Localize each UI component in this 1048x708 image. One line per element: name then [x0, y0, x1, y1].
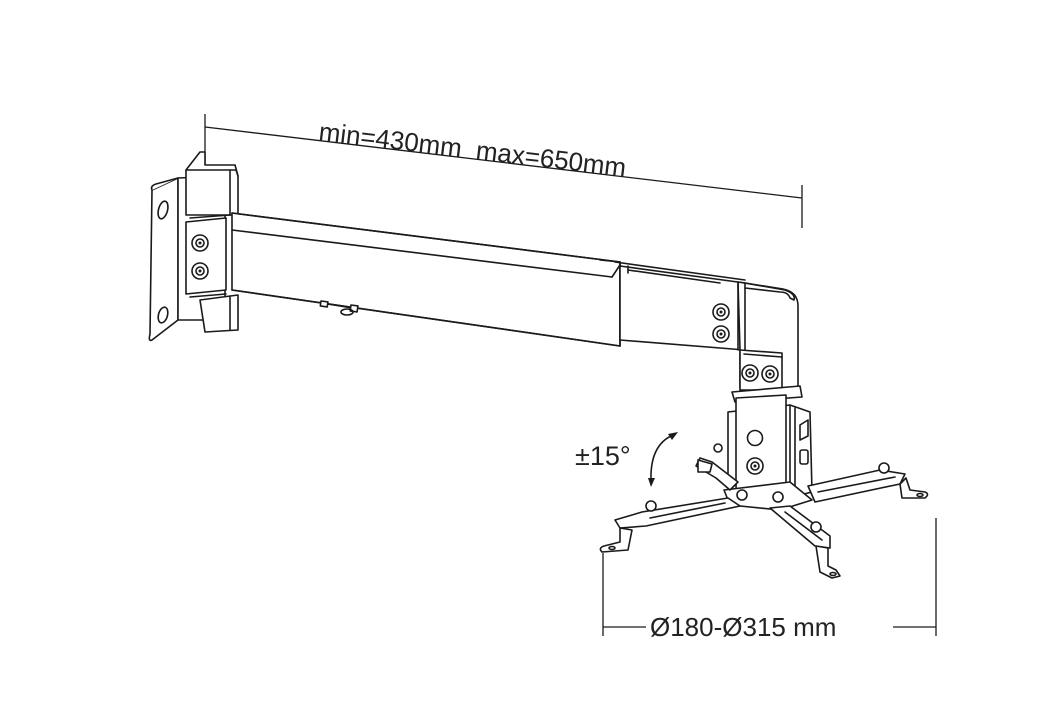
outer-arm-tube: [231, 212, 621, 347]
elbow-bolt: [761, 365, 779, 383]
arm-length-dimension: [204, 114, 803, 228]
wall-plate-bolt: [191, 234, 209, 252]
arm-length-label: min=430mm max=650mm: [317, 116, 628, 182]
mount-diameter-label: Ø180-Ø315 mm: [650, 612, 836, 642]
elbow-bolt: [741, 364, 759, 382]
swivel-head: [727, 385, 813, 501]
arm-bolt: [712, 325, 730, 343]
arm-bolt: [712, 303, 730, 321]
tilt-arrow-icon: [648, 432, 678, 487]
wall-plate-bolt: [191, 262, 209, 280]
mounting-spider: [599, 443, 929, 579]
tilt-angle-label: ±15°: [575, 441, 631, 471]
mount-diameter-dimension: [602, 518, 937, 636]
